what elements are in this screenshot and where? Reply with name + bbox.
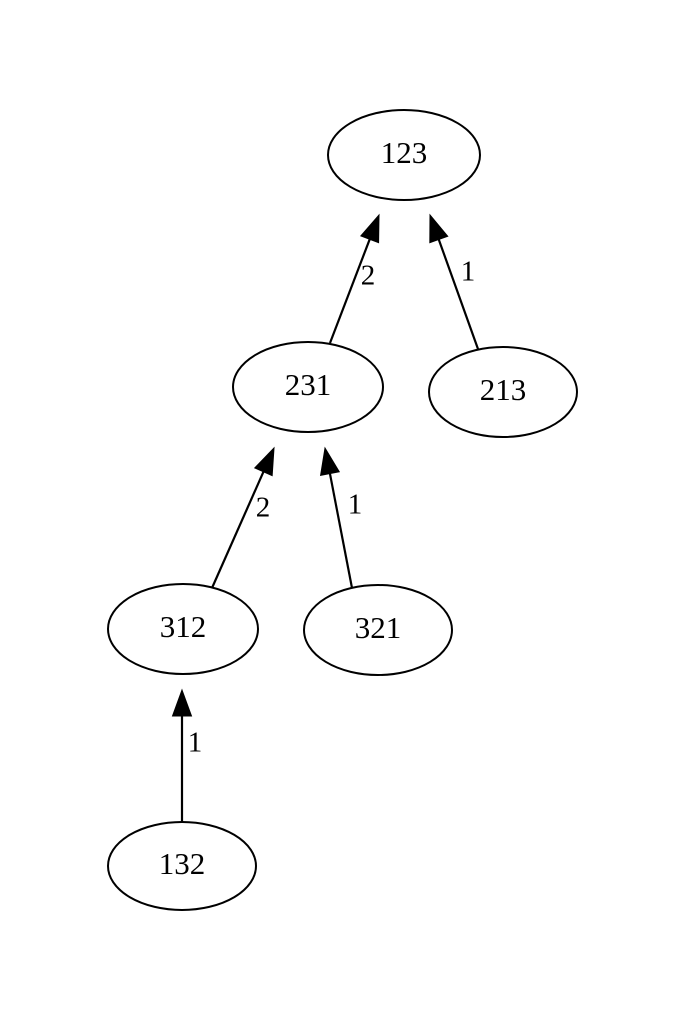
node-ellipse[interactable] xyxy=(107,821,257,911)
node-label: 123 xyxy=(381,135,428,170)
edge-231-to-123 xyxy=(328,213,380,344)
arrowhead-icon xyxy=(171,688,193,717)
node-ellipse[interactable] xyxy=(107,583,259,675)
edge-shaft xyxy=(210,467,267,589)
arrowhead-icon xyxy=(429,213,449,244)
edge-shaft xyxy=(328,235,373,344)
node-label: 231 xyxy=(285,367,332,402)
node-321[interactable]: 321 xyxy=(303,584,453,676)
node-label: 213 xyxy=(480,372,527,407)
node-ellipse[interactable] xyxy=(428,346,578,438)
edge-shaft xyxy=(328,469,354,589)
node-312[interactable]: 312 xyxy=(107,583,259,675)
node-123[interactable]: 123 xyxy=(327,109,481,201)
node-ellipse[interactable] xyxy=(327,109,481,201)
node-label: 132 xyxy=(159,846,206,881)
edge-weight-label: 1 xyxy=(461,256,476,288)
edge-312-to-231 xyxy=(210,446,275,589)
node-label: 312 xyxy=(160,609,207,644)
edge-labels-layer: 2 1 2 1 1 xyxy=(188,256,476,759)
arrowhead-icon xyxy=(359,213,380,244)
node-ellipse[interactable] xyxy=(232,341,384,433)
node-ellipse[interactable] xyxy=(303,584,453,676)
edge-weight-label: 2 xyxy=(361,260,376,292)
arrowhead-icon xyxy=(319,446,341,476)
node-213[interactable]: 213 xyxy=(428,346,578,438)
edges-layer xyxy=(171,213,480,822)
edge-weight-label: 2 xyxy=(256,492,271,524)
node-231[interactable]: 231 xyxy=(232,341,384,433)
edge-weight-label: 1 xyxy=(188,727,203,759)
arrowhead-icon xyxy=(253,446,275,477)
edge-321-to-231 xyxy=(319,446,354,589)
edge-132-to-312 xyxy=(171,688,193,822)
edge-213-to-123 xyxy=(429,213,480,350)
nodes-layer: 123 231 213 312 321 132 xyxy=(107,109,578,911)
node-132[interactable]: 132 xyxy=(107,821,257,911)
edge-weight-label: 1 xyxy=(348,489,363,521)
node-label: 321 xyxy=(355,610,402,645)
edge-shaft xyxy=(436,235,480,350)
